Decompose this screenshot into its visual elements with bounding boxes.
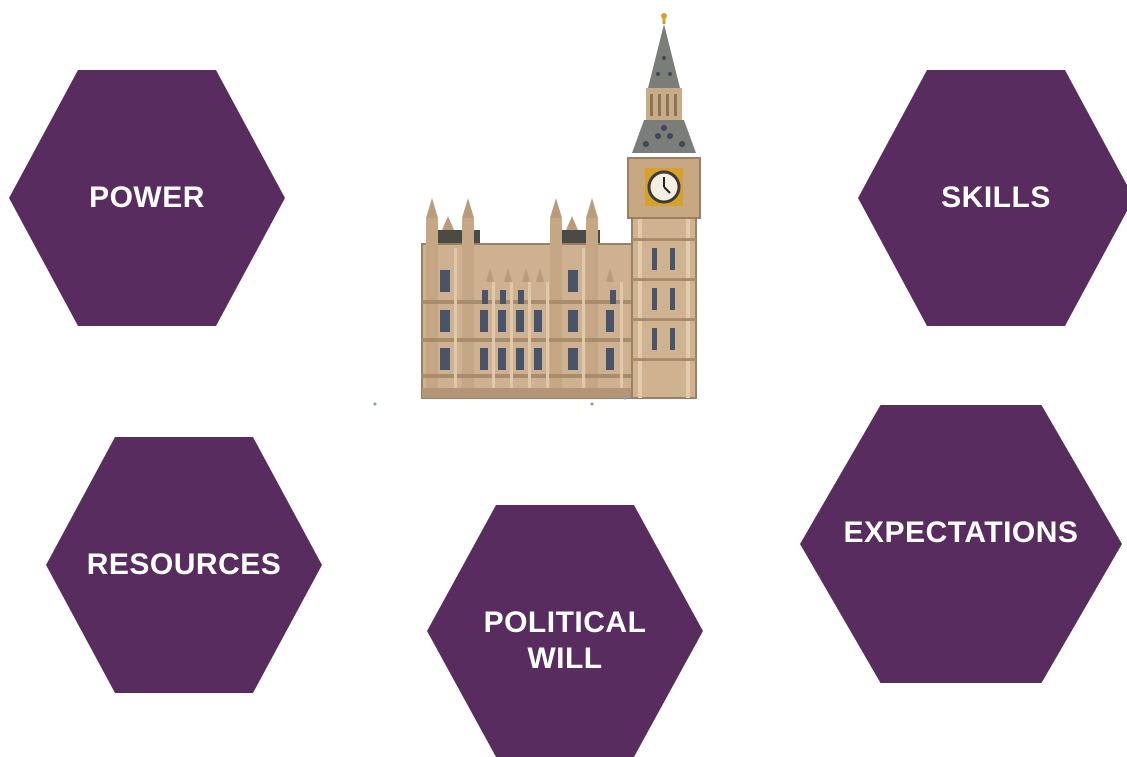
hexagon-power: POWER [9, 70, 285, 326]
hexagon-skills: SKILLS [858, 70, 1127, 326]
clock-tower [627, 13, 701, 399]
hexagon-resources: RESOURCES [46, 437, 322, 693]
parliament-illustration [373, 13, 701, 406]
hexagon-political-will: POLITICAL WILL [427, 505, 703, 757]
hexagon-expectations: EXPECTATIONS [800, 405, 1122, 683]
hexagon-resources-label: RESOURCES [86, 548, 282, 581]
hexagon-skills-label: SKILLS [941, 181, 1051, 214]
palace-body [421, 198, 633, 399]
hexagon-expectations-label: EXPECTATIONS [843, 516, 1079, 549]
hexagon-political-will-label: POLITICAL WILL [483, 606, 647, 675]
hexagon-power-label: POWER [89, 181, 205, 214]
